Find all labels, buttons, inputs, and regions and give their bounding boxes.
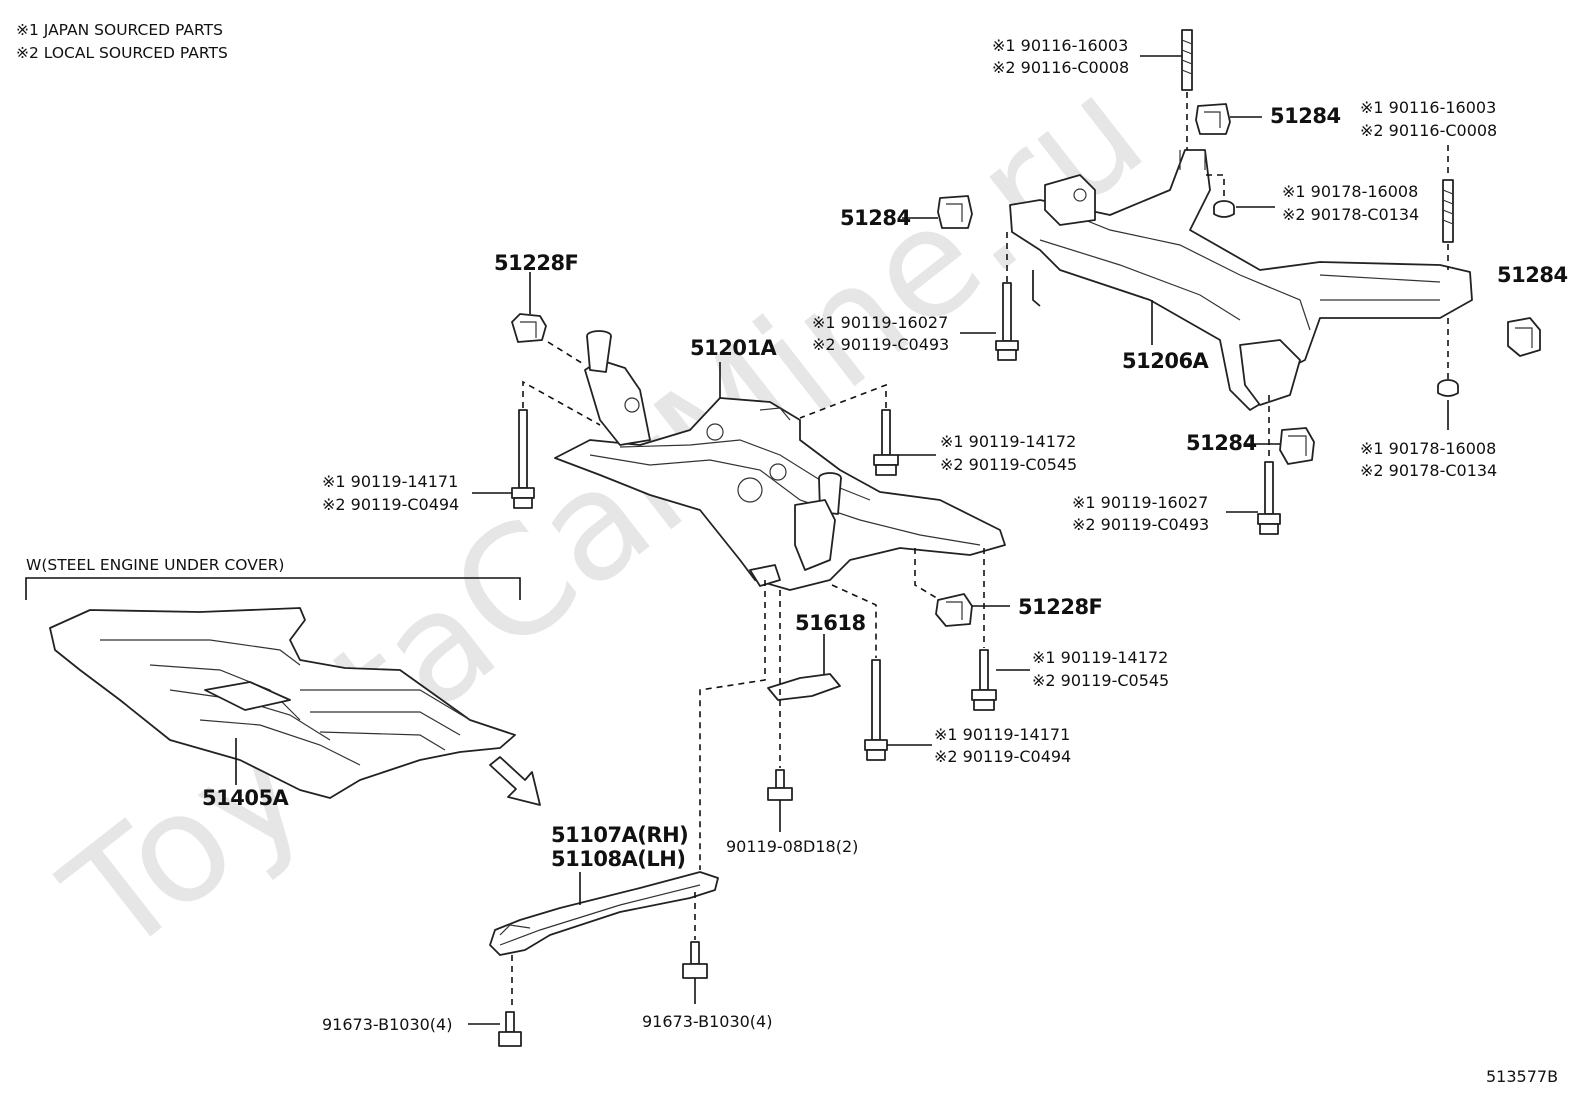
- front-top-stopper-part: 51228F: [494, 251, 578, 275]
- front-left-bolt-icon: [511, 409, 535, 509]
- front-crossmember-part: 51201A: [690, 336, 778, 360]
- cover-bolt-part: 90119-08D18(2): [726, 837, 858, 856]
- brace-lh-part: 51108A(LH): [551, 847, 685, 871]
- legend-local-sourced: ※2 LOCAL SOURCED PARTS: [16, 44, 228, 62]
- rear-top-stud-part-l: ※2 90116-C0008: [992, 58, 1129, 77]
- rear-crossmember-part: 51206A: [1122, 349, 1210, 373]
- front-mid-bolt-part-l: ※2 90119-C0545: [940, 455, 1077, 474]
- rear-upper-washer-part-j: ※1 90178-16008: [1282, 182, 1418, 201]
- front-mid-bolt-part-j: ※1 90119-14172: [940, 432, 1076, 451]
- front-right-stopper-icon: [935, 593, 973, 627]
- under-cover-drawing: [49, 607, 516, 799]
- rear-top-stud-icon: [1181, 29, 1193, 91]
- front-lower-bolt-part-j: ※1 90119-14171: [934, 725, 1070, 744]
- rear-top-stopper-part: 51284: [1270, 104, 1341, 128]
- front-left-bolt-part-l: ※2 90119-C0494: [322, 495, 459, 514]
- brace-bolt-right-part: 91673-B1030(4): [642, 1012, 772, 1031]
- rear-upper-washer-icon: [1213, 200, 1235, 218]
- rear-top-stud-part-j: ※1 90116-16003: [992, 36, 1128, 55]
- diagram-id: 513577B: [1486, 1067, 1558, 1086]
- rear-lower-washer-part-j: ※1 90178-16008: [1360, 439, 1496, 458]
- rear-right-stud-part-j: ※1 90116-16003: [1360, 98, 1496, 117]
- rear-left-bolt-part-j: ※1 90119-16027: [812, 313, 948, 332]
- front-mid-bolt-icon: [873, 409, 899, 476]
- rear-left-stopper-part: 51284: [840, 206, 911, 230]
- group-title: W(STEEL ENGINE UNDER COVER): [26, 556, 284, 574]
- rear-bottom-bolt-part-j: ※1 90119-16027: [1072, 493, 1208, 512]
- front-left-bolt-part-j: ※1 90119-14171: [322, 472, 458, 491]
- rear-lower-washer-icon: [1437, 379, 1459, 397]
- rear-bottom-stopper-part: 51284: [1186, 431, 1257, 455]
- rear-left-bolt-part-l: ※2 90119-C0493: [812, 335, 949, 354]
- rear-bottom-bolt-part-l: ※2 90119-C0493: [1072, 515, 1209, 534]
- front-lower-bolt-part-l: ※2 90119-C0494: [934, 747, 1071, 766]
- rear-left-bolt-icon: [995, 282, 1019, 361]
- legend-japan-sourced: ※1 JAPAN SOURCED PARTS: [16, 21, 223, 39]
- plate-icon: [767, 673, 841, 701]
- front-right-bolt-part-l: ※2 90119-C0545: [1032, 671, 1169, 690]
- rear-top-stopper-icon: [1195, 103, 1231, 135]
- rear-lower-washer-part-l: ※2 90178-C0134: [1360, 461, 1497, 480]
- brace-drawing: [489, 871, 719, 956]
- plate-part: 51618: [795, 611, 866, 635]
- front-right-stopper-part: 51228F: [1018, 595, 1102, 619]
- under-cover-part: 51405A: [202, 786, 290, 810]
- cover-bolt-icon: [767, 769, 793, 801]
- rear-right-stopper-part: 51284: [1497, 263, 1568, 287]
- brace-bolt-right-icon: [682, 941, 708, 979]
- front-lower-bolt-icon: [864, 659, 888, 761]
- rear-right-stud-part-l: ※2 90116-C0008: [1360, 121, 1497, 140]
- rear-bottom-bolt-icon: [1257, 461, 1281, 535]
- brace-bolt-left-part: 91673-B1030(4): [322, 1015, 452, 1034]
- direction-arrow-icon: [489, 756, 541, 806]
- front-right-bolt-part-j: ※1 90119-14172: [1032, 648, 1168, 667]
- rear-right-stopper-icon: [1507, 317, 1541, 357]
- front-right-bolt-icon: [971, 649, 997, 711]
- rear-upper-washer-part-l: ※2 90178-C0134: [1282, 205, 1419, 224]
- brace-bolt-left-icon: [498, 1011, 522, 1047]
- brace-rh-part: 51107A(RH): [551, 823, 688, 847]
- front-top-stopper-icon: [511, 313, 547, 343]
- rear-bottom-stopper-icon: [1279, 427, 1315, 465]
- front-crossmember-drawing: [554, 330, 1006, 591]
- rear-left-stopper-icon: [937, 195, 973, 229]
- rear-right-stud-icon: [1442, 179, 1454, 243]
- rear-crossmember-drawing: [1009, 149, 1473, 411]
